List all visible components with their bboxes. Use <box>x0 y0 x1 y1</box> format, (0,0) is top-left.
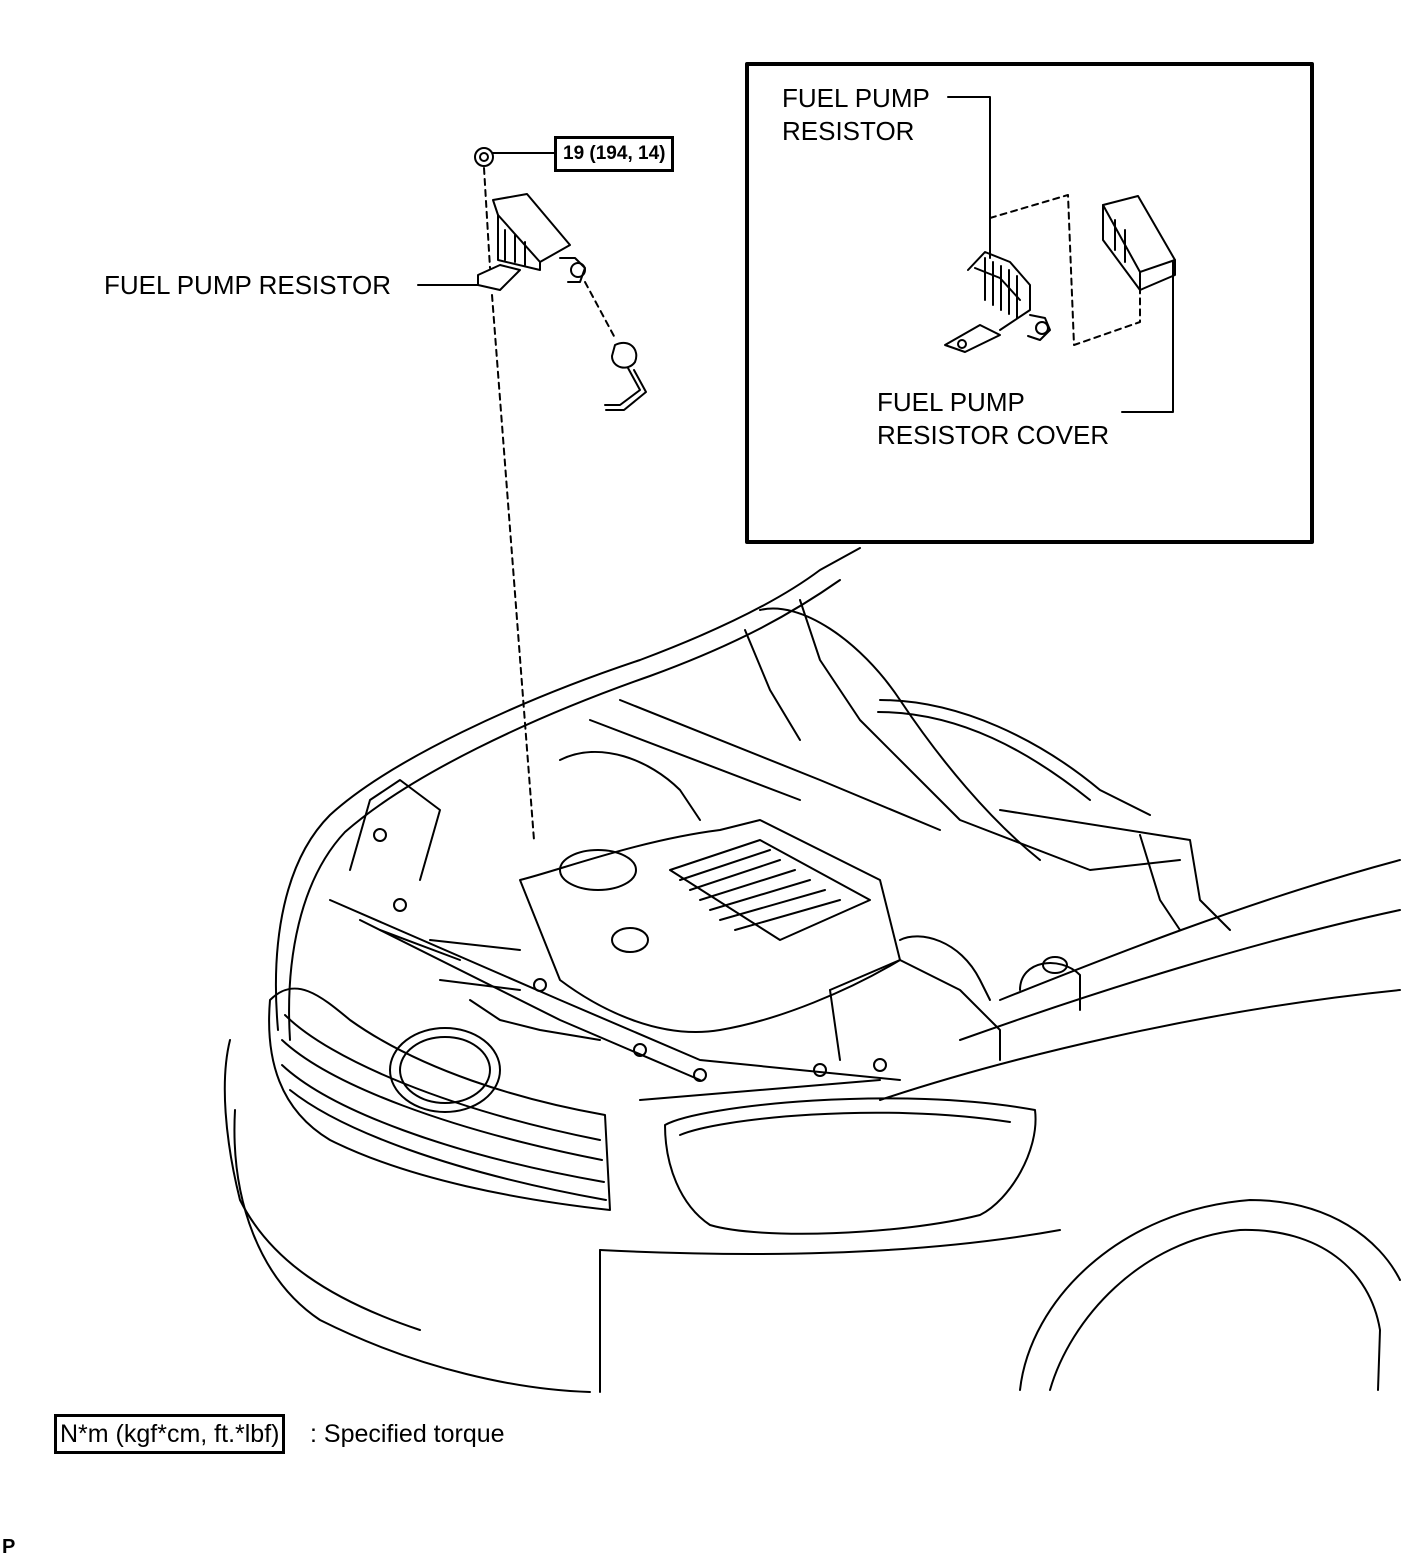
inset-resistor-cover-part <box>1102 195 1176 291</box>
inset-resistor-label-line2: RESISTOR <box>782 116 915 146</box>
connector-harness <box>604 342 647 411</box>
inset-cover-leader <box>1121 261 1174 413</box>
inset-resistor-label-line1: FUEL PUMP <box>782 83 930 113</box>
inset-panel <box>745 62 1314 544</box>
fuel-pump-resistor-part <box>474 147 586 291</box>
vehicle-front-drawing <box>223 547 1401 1393</box>
inset-resistor-part <box>944 251 1051 353</box>
dashed-guide-lines <box>483 167 616 841</box>
torque-value-box: 19 (194, 14) <box>554 136 675 172</box>
torque-unit-legend-box: N*m (kgf*cm, ft.*lbf) <box>54 1414 286 1454</box>
inset-cover-label-line1: FUEL PUMP <box>877 387 1025 417</box>
inset-dashed-lines <box>989 194 1141 346</box>
inset-resistor-leader <box>947 96 991 259</box>
inset-cover-label-line2: RESISTOR COVER <box>877 420 1110 450</box>
corner-mark: P <box>2 1536 16 1558</box>
fuel-pump-resistor-label: FUEL PUMP RESISTOR <box>104 270 392 300</box>
torque-unit-legend-text: : Specified torque <box>310 1420 505 1448</box>
